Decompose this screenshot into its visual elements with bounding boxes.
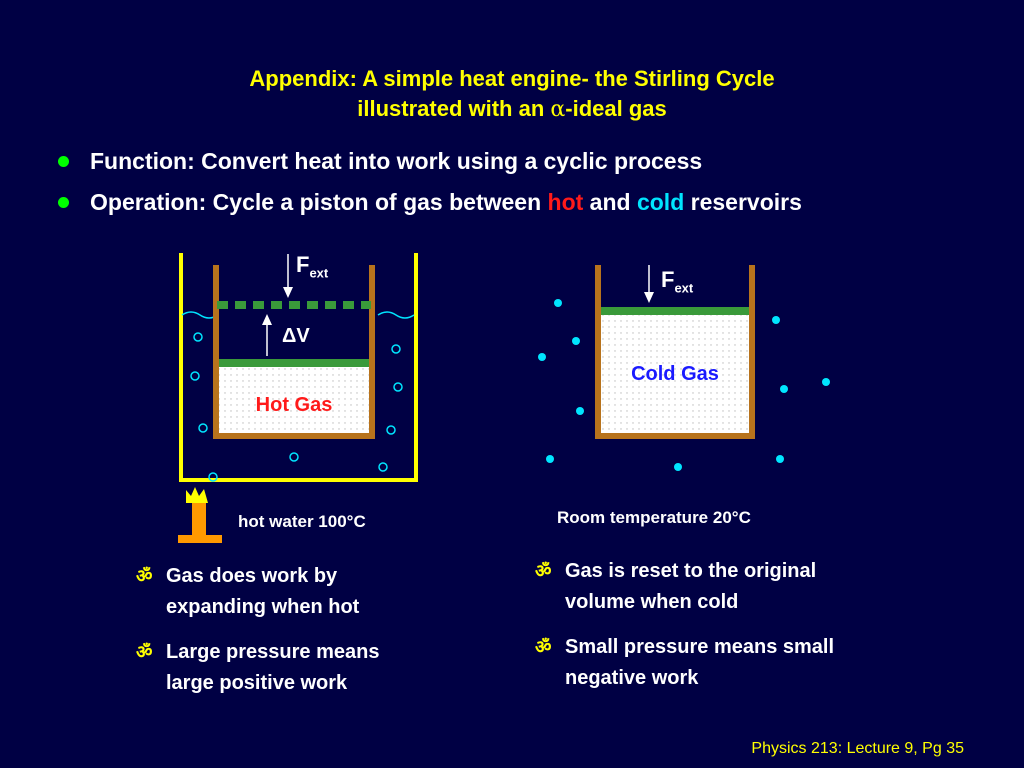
cold-reservoir-diagram bbox=[538, 265, 830, 471]
force-arrow-left bbox=[283, 254, 293, 298]
title-line-2-prefix: illustrated with an bbox=[357, 96, 551, 121]
hot-reservoir-diagram bbox=[178, 253, 418, 543]
force-arrow-right bbox=[644, 265, 654, 303]
cold-piston bbox=[601, 307, 749, 315]
bullet-text: Operation: Cycle a piston of gas between… bbox=[90, 189, 802, 216]
point-line: expanding when hot bbox=[166, 596, 360, 618]
bullet-item-function: Function: Convert heat into work using a… bbox=[58, 148, 802, 175]
cold-gas-label: Cold Gas bbox=[631, 363, 719, 385]
hot-water-caption: hot water 100°C bbox=[238, 512, 366, 531]
bullet-text-middle: and bbox=[583, 189, 637, 215]
water-bubbles bbox=[190, 332, 403, 482]
bullet-dot-icon bbox=[58, 197, 69, 208]
bullet-dot-icon bbox=[58, 156, 69, 167]
air-particles bbox=[538, 299, 830, 471]
point-line: volume when cold bbox=[565, 591, 739, 613]
water-container bbox=[179, 253, 418, 482]
delta-v-label: ΔV bbox=[282, 325, 310, 347]
hot-cylinder bbox=[213, 265, 375, 439]
cold-word: cold bbox=[636, 189, 685, 215]
title-line-2-suffix: -ideal gas bbox=[565, 96, 667, 121]
cold-cylinder bbox=[595, 265, 755, 439]
slide-footer: Physics 213: Lecture 9, Pg 35 bbox=[751, 740, 964, 757]
hot-gas-region bbox=[219, 367, 369, 433]
water-surface-right bbox=[377, 311, 415, 319]
point-line: large positive work bbox=[166, 672, 348, 694]
point-line: Gas is reset to the original bbox=[565, 560, 817, 582]
cold-point-2: ॐ Small pressure means small negative wor… bbox=[535, 632, 935, 694]
point-line: Large pressure means bbox=[166, 641, 380, 663]
cold-point-1: ॐ Gas is reset to the original volume whe… bbox=[535, 556, 935, 618]
bullet-text: Function: Convert heat into work using a… bbox=[90, 148, 703, 174]
point-line: Gas does work by bbox=[166, 565, 338, 587]
point-line: Small pressure means small bbox=[565, 636, 835, 658]
om-bullet-icon: ॐ bbox=[136, 642, 153, 662]
cold-points: ॐ Gas is reset to the original volume whe… bbox=[535, 556, 935, 708]
force-label-left: Fext bbox=[296, 252, 329, 281]
title-line-2: illustrated with an α-ideal gas bbox=[0, 94, 1024, 125]
om-bullet-icon: ॐ bbox=[535, 637, 552, 657]
om-bullet-icon: ॐ bbox=[535, 561, 552, 581]
bullet-text-suffix: reservoirs bbox=[684, 189, 802, 215]
bullet-item-operation: Operation: Cycle a piston of gas between… bbox=[58, 189, 802, 216]
slide-title: Appendix: A simple heat engine- the Stir… bbox=[0, 64, 1024, 125]
point-line: negative work bbox=[565, 667, 699, 689]
bullet-list: Function: Convert heat into work using a… bbox=[58, 148, 802, 230]
title-line-1: Appendix: A simple heat engine- the Stir… bbox=[249, 66, 775, 91]
hot-point-2: ॐ Large pressure means large positive wor… bbox=[136, 637, 466, 699]
hot-points: ॐ Gas does work by expanding when hot ॐ L… bbox=[136, 561, 466, 713]
cold-gas-region bbox=[601, 315, 749, 433]
burner-icon bbox=[178, 487, 222, 543]
hot-gas-label: Hot Gas bbox=[255, 394, 333, 416]
alpha-symbol: α bbox=[550, 97, 566, 122]
force-label-right: Fext bbox=[661, 267, 694, 296]
water-surface-left bbox=[181, 311, 219, 319]
hot-point-1: ॐ Gas does work by expanding when hot bbox=[136, 561, 466, 623]
room-temperature-caption: Room temperature 20°C bbox=[557, 508, 751, 527]
delta-v-arrow bbox=[262, 314, 272, 356]
om-bullet-icon: ॐ bbox=[136, 566, 153, 586]
hot-word: hot bbox=[547, 189, 584, 215]
bullet-text-prefix: Operation: Cycle a piston of gas between bbox=[90, 189, 548, 215]
hot-piston bbox=[219, 359, 369, 367]
